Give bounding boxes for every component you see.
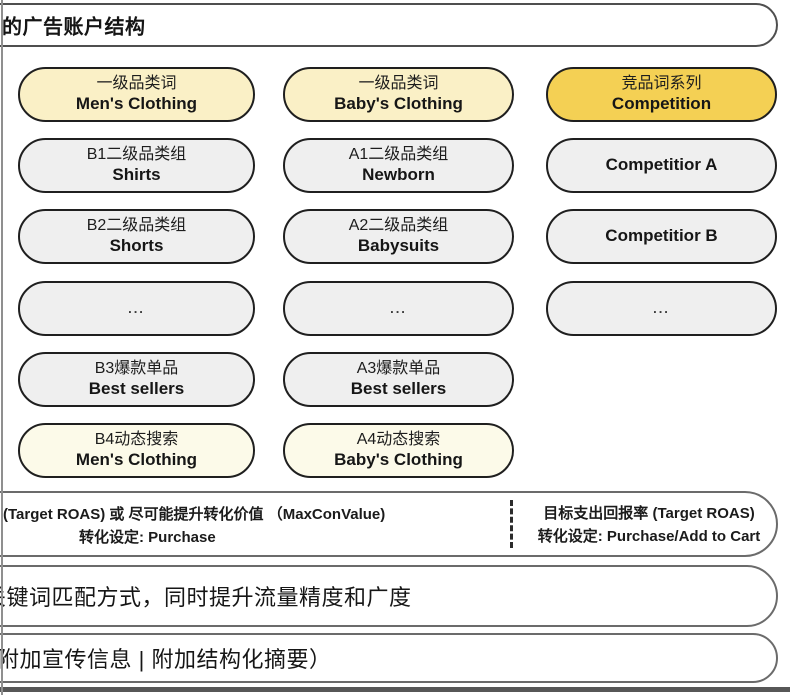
pill-competition-ellipsis: ... <box>546 281 777 336</box>
pill-label-zh: 一级品类词 <box>96 75 177 93</box>
pill-label-en: Babysuits <box>357 235 440 255</box>
pill-label-zh: A4动态搜索 <box>356 431 441 449</box>
pill-label-zh: B4动态搜索 <box>94 431 179 449</box>
pill-label-en: Shirts <box>112 164 161 184</box>
pill-label-zh: 一级品类词 <box>358 75 439 93</box>
ellipsis-label: ... <box>653 300 670 316</box>
pill-label-en: Newborn <box>362 164 435 184</box>
pill-a2-babysuits: A2二级品类组 Babysuits <box>283 209 514 264</box>
pill-label-zh: B1二级品类组 <box>86 146 187 164</box>
bidding-right-line2: 转化设定: Purchase/Add to Cart <box>537 528 761 545</box>
pill-babys-tier1-category: 一级品类词 Baby's Clothing <box>283 67 514 122</box>
pill-a4-dynamic-search: A4动态搜索 Baby's Clothing <box>283 423 514 478</box>
pill-label-zh: A2二级品类组 <box>348 217 449 235</box>
bidding-left-line2: 转化设定: Purchase <box>79 529 216 546</box>
pill-label-en: Baby's Clothing <box>334 449 463 469</box>
keyword-matching-strip: 关键词匹配方式，同时提升流量精度和广度 <box>0 565 778 627</box>
pill-b2-shorts: B2二级品类组 Shorts <box>18 209 255 264</box>
ad-extensions-strip: 附加宣传信息 | 附加结构化摘要） <box>0 633 778 683</box>
pill-babys-ellipsis: ... <box>283 281 514 336</box>
pill-label-zh: A1二级品类组 <box>348 146 449 164</box>
pill-label-en: Best sellers <box>350 378 447 398</box>
pill-competitor-b: Competitior B <box>546 209 777 264</box>
bidding-right-block: 目标支出回报率 (Target ROAS) 转化设定: Purchase/Add… <box>521 502 777 548</box>
ad-extensions-note: 附加宣传信息 | 附加结构化摘要） <box>0 647 332 672</box>
pill-label-en: Men's Clothing <box>75 93 198 113</box>
pill-label-en: Best sellers <box>88 378 185 398</box>
pill-mens-tier1-category: 一级品类词 Men's Clothing <box>18 67 255 122</box>
pill-label-zh: B2二级品类组 <box>86 217 187 235</box>
bidding-strategy-strip: (Target ROAS) 或 尽可能提升转化价值 （MaxConValue) … <box>0 491 778 557</box>
pill-mens-ellipsis: ... <box>18 281 255 336</box>
pill-label-en: Competitior A <box>605 155 718 175</box>
pill-competition-series: 竞品词系列 Competition <box>546 67 777 122</box>
bidding-right-line1: 目标支出回报率 (Target ROAS) <box>543 505 755 522</box>
page-title: 的广告账户结构 <box>2 16 146 39</box>
pill-label-en: Men's Clothing <box>75 449 198 469</box>
ellipsis-label: ... <box>128 300 145 316</box>
pill-a3-best-sellers: A3爆款单品 Best sellers <box>283 352 514 407</box>
ellipsis-label: ... <box>390 300 407 316</box>
pill-competitor-a: Competitior A <box>546 138 777 193</box>
title-banner: 的广告账户结构 <box>0 3 778 47</box>
pill-label-en: Baby's Clothing <box>334 93 463 113</box>
pill-label-en: Competitior B <box>605 226 718 246</box>
pill-b3-best-sellers: B3爆款单品 Best sellers <box>18 352 255 407</box>
left-frame-line <box>1 0 3 695</box>
bottom-frame-bar <box>0 687 790 692</box>
pill-b1-shirts: B1二级品类组 Shirts <box>18 138 255 193</box>
pill-label-en: Shorts <box>109 235 164 255</box>
pill-label-en: Competition <box>611 93 712 113</box>
pill-label-zh: A3爆款单品 <box>356 360 441 378</box>
pill-a1-newborn: A1二级品类组 Newborn <box>283 138 514 193</box>
pill-label-zh: B3爆款单品 <box>94 360 179 378</box>
bidding-left-line1: (Target ROAS) 或 尽可能提升转化价值 （MaxConValue) <box>3 506 386 523</box>
dashed-divider <box>510 500 513 548</box>
pill-b4-dynamic-search: B4动态搜索 Men's Clothing <box>18 423 255 478</box>
keyword-matching-note: 关键词匹配方式，同时提升流量精度和广度 <box>0 585 412 610</box>
pill-label-zh: 竞品词系列 <box>621 75 702 93</box>
